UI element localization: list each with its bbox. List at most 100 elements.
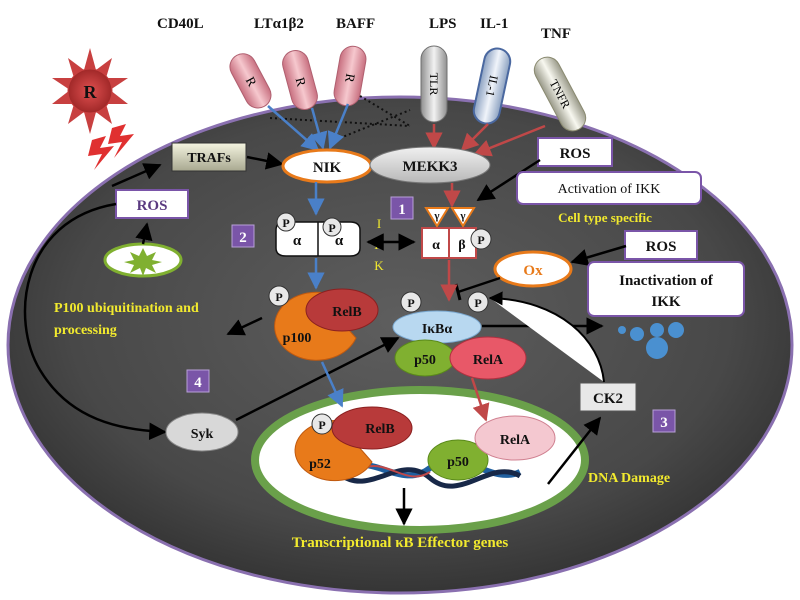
node-mekk3: MEKK3	[403, 159, 458, 175]
receptor-r-2-label: R	[293, 76, 310, 89]
node-nik: NIK	[313, 160, 342, 176]
arrow-ck2-ikba	[488, 291, 605, 383]
receptor-tnfr: TNFR	[533, 56, 587, 132]
receptor-r-3: R	[333, 45, 367, 107]
node-ros-top: ROS	[560, 146, 591, 162]
arrow-il1-mekk3	[460, 123, 489, 152]
node-ros-top-box	[537, 137, 613, 167]
badge-1	[390, 196, 414, 220]
badge-4-label: 4	[194, 375, 202, 391]
caption-dna-damage: DNA Damage	[588, 471, 670, 486]
caption-p100-1: P100 ubiquitination and	[54, 301, 199, 316]
badge-2	[231, 224, 255, 248]
phospho-2	[322, 217, 342, 237]
node-rela-shape	[449, 336, 527, 380]
node-relb-shape	[305, 288, 379, 332]
ikk-gamma-1	[424, 207, 450, 228]
arrow-r3-nik	[327, 103, 350, 150]
ikk-gamma-1-label: γ	[433, 210, 439, 222]
ikk-gamma-2-label: γ	[459, 210, 465, 222]
node-nuc-relb-shape	[331, 406, 413, 450]
phospho-ikk	[470, 228, 492, 250]
node-ros-left-box	[115, 189, 189, 219]
cell-body	[6, 95, 794, 595]
arrow-p100-processing	[226, 316, 263, 336]
inactivation-label-2: IKK	[651, 294, 681, 310]
phospho-ikba-2	[467, 291, 489, 313]
arrow-burst-ros	[135, 222, 153, 245]
arrow-tnfr-mekk3	[473, 124, 546, 157]
ligand-il1: IL-1	[480, 16, 508, 32]
receptor-tlr-label: TLR	[427, 73, 441, 96]
ikk-letter-i: I	[377, 216, 381, 231]
caption-cell-type: Cell type specific	[558, 210, 652, 225]
node-ros-right: ROS	[646, 239, 677, 255]
dna-strand-2	[338, 467, 522, 489]
arrow-syk-ikba	[235, 336, 400, 422]
lightning-icon-2	[88, 136, 114, 170]
node-nuc-rela-shape	[474, 415, 556, 461]
receptor-r-2: R	[282, 50, 318, 110]
receptor-tlr: TLR	[420, 45, 448, 123]
node-p52: p52	[309, 457, 331, 472]
arrow-ros-ikk	[476, 158, 541, 202]
badge-2-label: 2	[239, 230, 247, 246]
node-ikba: IκBα	[422, 322, 453, 337]
node-nuc-relb: RelB	[365, 422, 395, 437]
ligand-tnf: TNF	[541, 26, 571, 42]
node-ck2-box	[579, 382, 637, 412]
degradation-dot-4	[668, 322, 684, 338]
ikk-letter-k2: K	[374, 258, 384, 273]
arrow-r2-nik	[310, 107, 328, 150]
ikk-gamma-2	[450, 207, 476, 228]
arrow-ros-ox	[570, 244, 627, 266]
node-ros-left: ROS	[137, 198, 168, 214]
node-syk-shape	[165, 412, 239, 452]
inhibit-ox-ikk	[457, 276, 501, 294]
phospho-ikba-1-label: P	[407, 296, 414, 310]
phospho-p100	[268, 285, 290, 307]
badge-3-label: 3	[660, 415, 668, 431]
node-ck2: CK2	[593, 391, 623, 407]
ikk-alpha: α	[432, 238, 440, 253]
receptor-il1: IL-1	[472, 47, 512, 125]
badge-3	[652, 409, 676, 433]
badge-1-label: 1	[398, 202, 406, 218]
arrow-dna-ck2	[547, 416, 602, 485]
node-relb: RelB	[332, 305, 362, 320]
badge-4	[186, 369, 210, 393]
phospho-ikba-1	[400, 291, 422, 313]
node-ox-shape	[493, 250, 573, 288]
inactivation-box	[587, 261, 745, 317]
ligand-cd40l: CD40L	[157, 16, 204, 32]
degradation-dot-3	[650, 323, 664, 337]
receptor-il1-label: IL-1	[483, 74, 501, 98]
node-nuc-rela: RelA	[500, 433, 531, 448]
node-nuc-p50-shape	[427, 439, 489, 481]
phospho-p52	[311, 413, 333, 435]
receptor-r-1: R	[229, 53, 272, 109]
node-syk: Syk	[191, 427, 214, 442]
ikk-alpha-1: α	[293, 233, 302, 249]
node-mekk3-shape	[369, 146, 491, 184]
ligand-baff: BAFF	[336, 16, 375, 32]
lightning-icon-1	[108, 124, 134, 158]
node-ox: Ox	[523, 263, 543, 279]
ikk-beta: β	[458, 238, 465, 253]
caption-transcriptional: Transcriptional κB Effector genes	[292, 535, 509, 551]
radical-sun-icon: R	[52, 48, 128, 134]
radical-label: R	[84, 82, 98, 102]
phospho-ikba-2-label: P	[474, 296, 481, 310]
phospho-ikk-label: P	[477, 233, 484, 247]
ligand-lta1b2: LTα1β2	[254, 16, 304, 32]
phospho-p100-label: P	[275, 290, 282, 304]
node-trafs-box	[171, 142, 247, 172]
arrow-ros-syk	[23, 202, 167, 441]
burst-star-icon	[124, 248, 162, 276]
node-p50: p50	[414, 353, 436, 368]
arrow-rela-nucleus	[470, 377, 490, 422]
degradation-dot-5	[646, 337, 668, 359]
activation-box	[516, 171, 702, 205]
phospho-2-label: P	[328, 221, 335, 235]
arrow-trafs-nik	[246, 152, 284, 170]
